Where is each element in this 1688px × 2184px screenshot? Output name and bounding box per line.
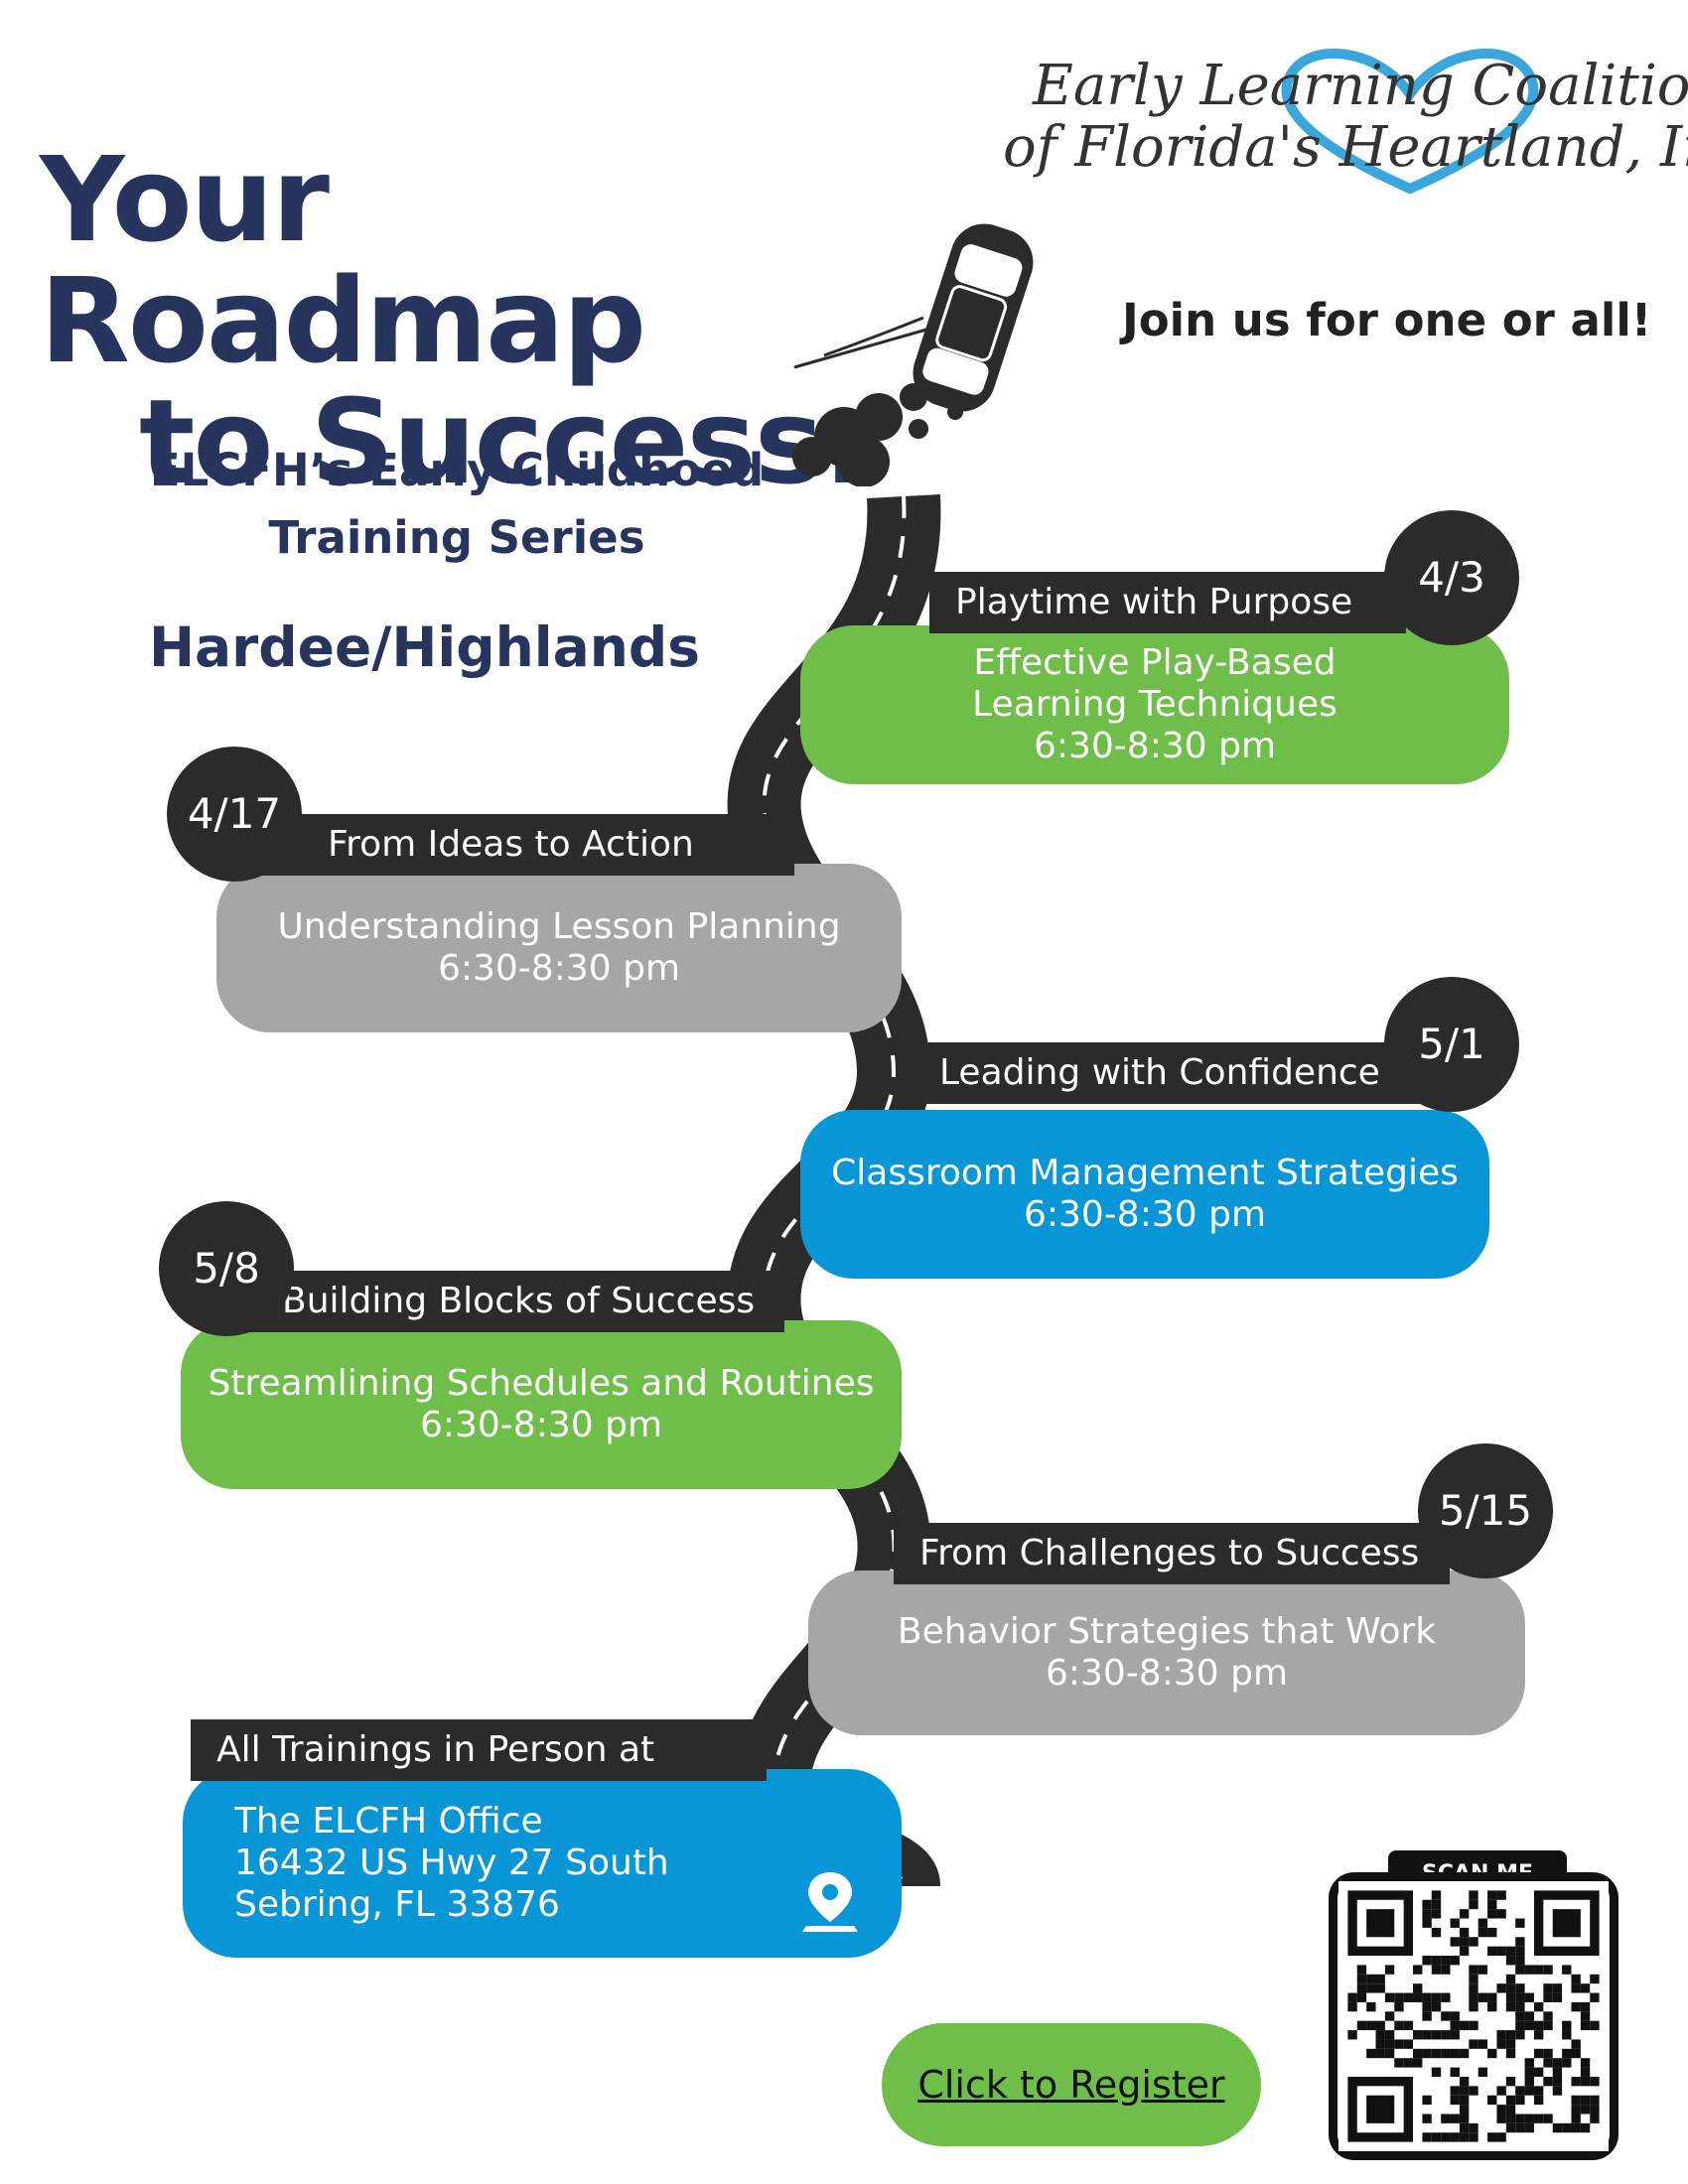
event-card-4: Streamlining Schedules and Routines 6:30…	[181, 1320, 902, 1489]
event-date-3: 5/1	[1384, 977, 1519, 1112]
event-desc-line: Effective Play-Based	[973, 642, 1336, 683]
event-card-3: Classroom Management Strategies 6:30-8:3…	[800, 1110, 1489, 1279]
page-title: Your Roadmap to Success:	[40, 139, 933, 502]
event-title-3: Leading with Confidence	[914, 1042, 1430, 1104]
location-heading: All Trainings in Person at	[191, 1719, 767, 1781]
event-card-2: Understanding Lesson Planning 6:30-8:30 …	[216, 864, 902, 1032]
event-desc-line: Streamlining Schedules and Routines	[208, 1363, 875, 1404]
event-title-2: From Ideas to Action	[238, 814, 794, 876]
title-line-1: Your Roadmap	[40, 131, 646, 389]
event-card-5: Behavior Strategies that Work 6:30-8:30 …	[808, 1570, 1525, 1735]
logo-line-2: of Florida's Heartland, Inc.	[1003, 115, 1688, 180]
region-label: Hardee/Highlands	[149, 615, 700, 679]
series-subtitle: ELCFH’s Early Childhood Training Series	[129, 437, 784, 572]
event-time: 6:30-8:30 pm	[1045, 1653, 1289, 1694]
location-card: The ELCFH Office 16432 US Hwy 27 South S…	[183, 1769, 902, 1958]
map-pin-icon	[802, 1872, 858, 1932]
event-card-1: Effective Play-Based Learning Techniques…	[800, 625, 1509, 784]
event-time: 6:30-8:30 pm	[1023, 1194, 1267, 1235]
qr-code-image	[1338, 1881, 1609, 2151]
event-title-5: From Challenges to Success	[894, 1523, 1450, 1584]
event-date-4: 5/8	[159, 1201, 294, 1336]
register-button[interactable]: Click to Register	[882, 2023, 1261, 2146]
subtitle-line-1: ELCFH’s Early Childhood	[149, 444, 765, 496]
tagline: Join us for one or all!	[1122, 294, 1652, 346]
event-title-4: Building Blocks of Success	[228, 1271, 784, 1332]
heart-icon	[1281, 49, 1539, 195]
event-date-5: 5/15	[1418, 1443, 1553, 1578]
event-desc-line: Understanding Lesson Planning	[277, 906, 841, 947]
subtitle-line-2: Training Series	[268, 511, 645, 564]
event-title-1: Playtime with Purpose	[929, 572, 1406, 633]
event-time: 6:30-8:30 pm	[419, 1405, 663, 1445]
location-line-2: 16432 US Hwy 27 South	[234, 1843, 669, 1883]
qr-code[interactable]	[1329, 1872, 1618, 2160]
location-line-1: The ELCFH Office	[234, 1801, 543, 1842]
title-line-2: to Success:	[139, 373, 869, 510]
event-desc-line: Behavior Strategies that Work	[897, 1611, 1437, 1652]
elcfh-logo: Early Learning Coalition of Florida's He…	[1003, 49, 1688, 195]
event-date-1: 4/3	[1384, 510, 1519, 645]
event-date-2: 4/17	[167, 747, 302, 882]
event-time: 6:30-8:30 pm	[1033, 726, 1277, 766]
event-desc-line: Classroom Management Strategies	[831, 1153, 1459, 1193]
event-time: 6:30-8:30 pm	[437, 948, 681, 989]
logo-line-1: Early Learning Coalition	[1033, 54, 1688, 118]
event-desc-line: Learning Techniques	[972, 684, 1337, 725]
location-line-3: Sebring, FL 33876	[234, 1884, 560, 1925]
car-illustration	[792, 223, 1034, 486]
